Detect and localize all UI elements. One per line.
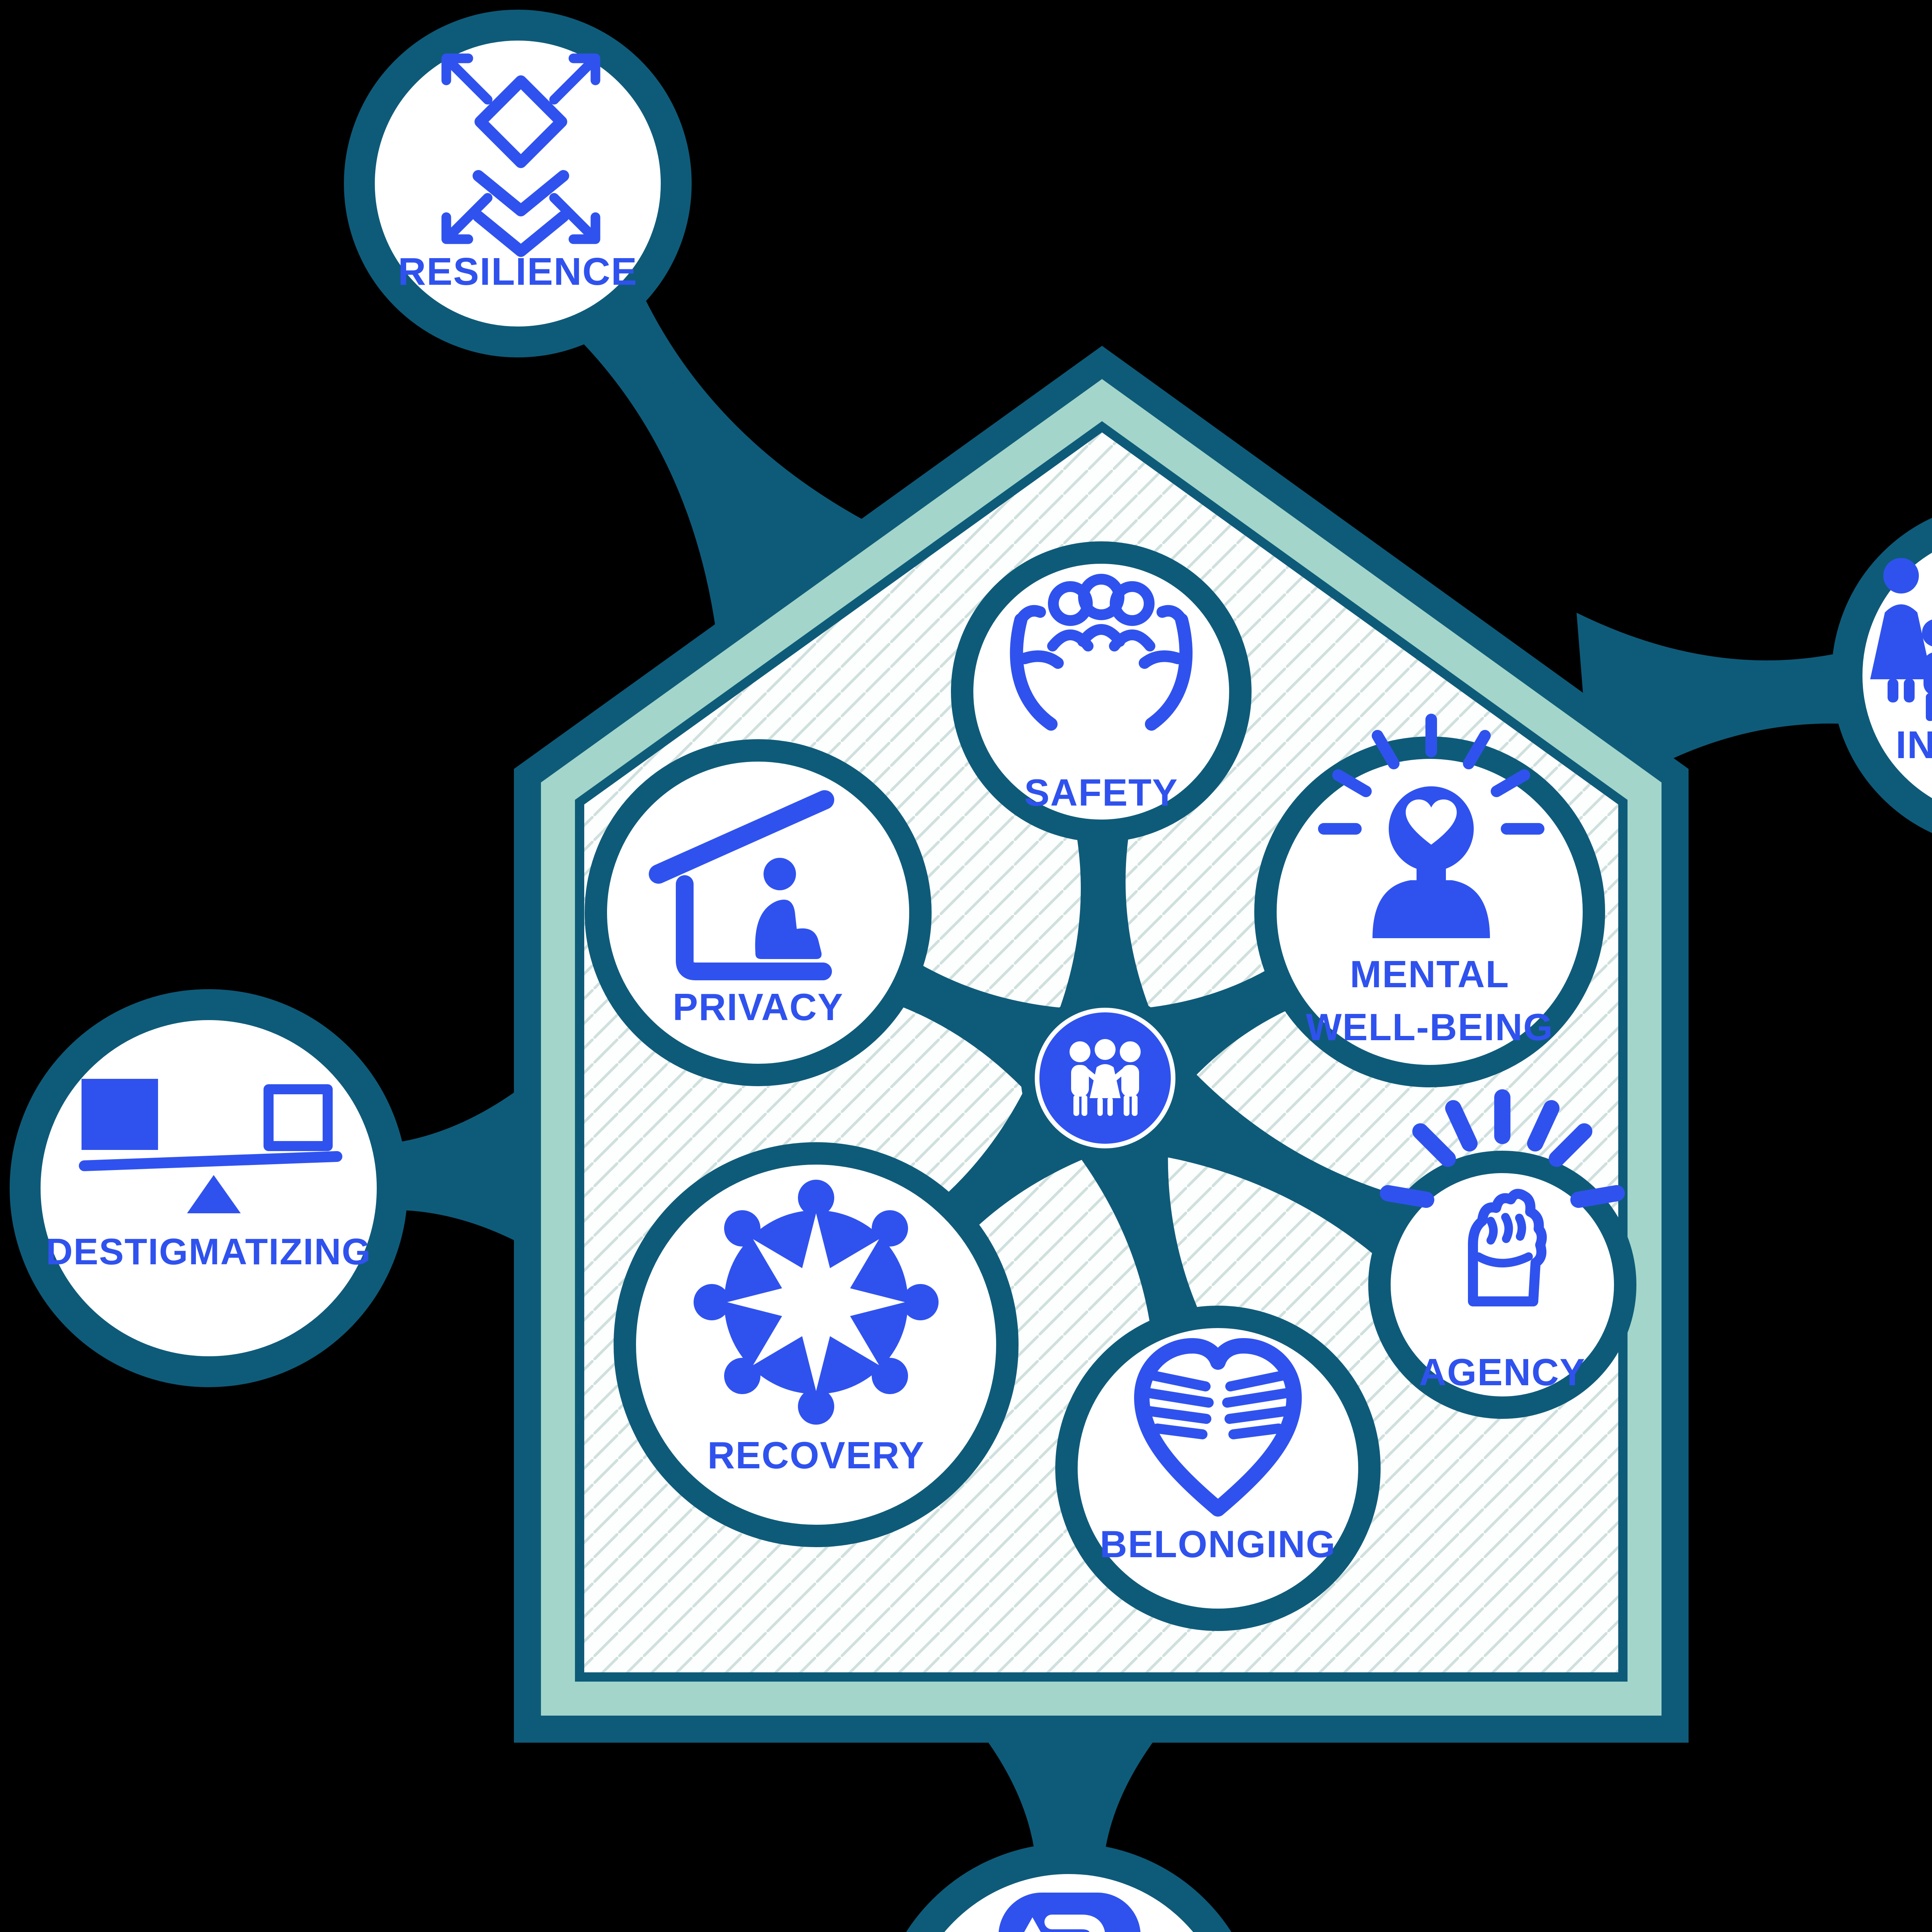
node-agency: AGENCY xyxy=(1368,1089,1636,1419)
hands-holding-group-icon xyxy=(1010,574,1193,731)
node-destigmatizing: DESTIGMATIZING xyxy=(10,989,408,1387)
node-inclusion: INCLUSION xyxy=(1832,518,1932,833)
raised-fist-rays-icon xyxy=(1380,1089,1625,1306)
safety-label: SAFETY xyxy=(1024,771,1179,814)
person-under-roof-icon xyxy=(649,790,834,980)
node-circle-resilience xyxy=(344,10,692,357)
three-people-holding-hands-icon xyxy=(1070,1039,1141,1116)
spoke-safety xyxy=(1024,691,1182,1079)
node-safety: SAFETY xyxy=(951,541,1252,842)
connector-cultural-shift xyxy=(974,1723,1167,1932)
expand-arrows-layers-icon xyxy=(441,53,600,257)
recovery-label: RECOVERY xyxy=(707,1434,925,1476)
people-circle-star-icon xyxy=(694,1180,939,1425)
node-circle-agency xyxy=(1368,1151,1636,1419)
cycle-arrows-icon xyxy=(998,1893,1141,1932)
node-privacy: PRIVACY xyxy=(585,739,932,1086)
node-resilience: RESILIENCE xyxy=(344,10,692,357)
destigmatizing-label: DESTIGMATIZING xyxy=(46,1231,371,1272)
hands-holding-heart-icon xyxy=(1134,1338,1302,1517)
mental-label-line1: MENTAL xyxy=(1350,953,1510,995)
resilience-label: RESILIENCE xyxy=(398,250,638,293)
node-circle-safety xyxy=(951,541,1252,842)
inclusion-label: INCLUSION xyxy=(1896,723,1932,767)
node-belonging: BELONGING xyxy=(1055,1306,1381,1631)
node-cultural-shift: CULTURAL SHIFT xyxy=(906,1843,1231,1932)
balance-scale-squares-icon xyxy=(79,1079,342,1213)
diverse-people-group-icon xyxy=(1870,558,1932,721)
agency-label: AGENCY xyxy=(1419,1351,1585,1393)
privacy-label: PRIVACY xyxy=(673,986,844,1028)
node-mental-well-being: MENTAL WELL-BEING xyxy=(1254,714,1605,1087)
node-circle-privacy xyxy=(585,739,932,1086)
person-heart-mind-rays-icon xyxy=(1318,714,1544,938)
hub-node xyxy=(1035,1008,1175,1148)
belonging-label: BELONGING xyxy=(1100,1523,1336,1565)
mental-label-line2: WELL-BEING xyxy=(1306,1006,1554,1048)
node-recovery: RECOVERY xyxy=(614,1142,1019,1547)
